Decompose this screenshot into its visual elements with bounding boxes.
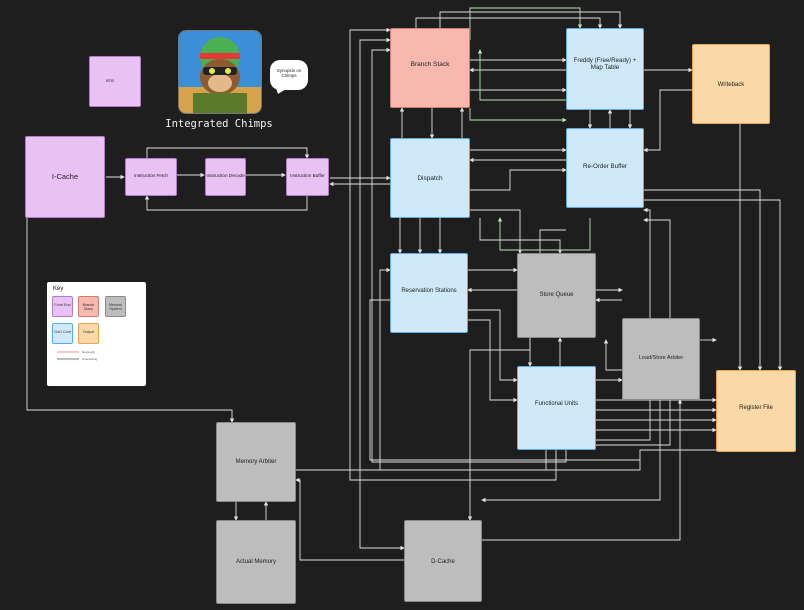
memory-arbiter-block[interactable]: Memory Arbiter (216, 422, 296, 502)
key-ooo-core: OoO Core (52, 323, 73, 344)
dispatch-label: Dispatch (417, 175, 443, 182)
btb-block[interactable]: BTB (89, 56, 141, 107)
icache-label: I-Cache (51, 172, 79, 181)
instruction-fetch-label: Instruction Fetch (134, 173, 168, 178)
legend-key: Key Front End Branch Stack Memory System… (47, 282, 146, 386)
register-file-block[interactable]: Register File (716, 370, 796, 452)
actual-memory-block[interactable]: Actual Memory (216, 520, 296, 604)
key-output: Output (78, 323, 99, 344)
store-queue-label: Store Queue (539, 292, 574, 298)
speech-bubble: Synopsis on Chimps (270, 60, 308, 90)
icache-block[interactable]: I-Cache (25, 136, 105, 218)
key-front-end: Front End (52, 296, 73, 317)
key-legend-necessity: Necessity (82, 350, 96, 354)
map-table-block[interactable]: Freddy (Free/Ready) + Map Table (566, 28, 644, 110)
reservation-stations-label: Reservation Stations (401, 288, 457, 294)
map-table-label: Freddy (Free/Ready) + Map Table (573, 57, 637, 72)
dcache-block[interactable]: D-Cache (404, 520, 482, 602)
instruction-fetch-block[interactable]: Instruction Fetch (125, 158, 177, 196)
key-legend-lines (57, 351, 79, 360)
page-title: Integrated Chimps (165, 118, 273, 130)
branch-stack-label: Branch Stack (410, 61, 450, 68)
key-branch-stack: Branch Stack (78, 296, 99, 317)
instruction-decode-label: Instruction Decode (206, 173, 245, 178)
rob-block[interactable]: Re-Order Buffer (566, 128, 644, 208)
writeback-block[interactable]: Writeback (692, 44, 770, 124)
chimp-avatar-image (178, 30, 262, 114)
memory-arbiter-label: Memory Arbiter (235, 459, 277, 465)
key-memory-system: Memory System (105, 296, 126, 317)
reservation-stations-block[interactable]: Reservation Stations (390, 253, 468, 333)
key-legend-overwriting: Overwriting (82, 357, 98, 361)
store-queue-block[interactable]: Store Queue (517, 253, 596, 338)
dispatch-block[interactable]: Dispatch (390, 138, 470, 218)
key-title: Key (53, 286, 64, 292)
branch-stack-block[interactable]: Branch Stack (390, 28, 470, 108)
btb-label: BTB (106, 78, 114, 83)
load-store-arbiter-block[interactable]: Load/Store Arbiter (622, 318, 700, 400)
instruction-buffer-block[interactable]: Instruction Buffer (286, 158, 329, 196)
actual-memory-label: Actual Memory (235, 559, 276, 565)
dcache-label: D-Cache (431, 559, 455, 565)
rob-label: Re-Order Buffer (583, 163, 627, 170)
load-store-arbiter-label: Load/Store Arbiter (638, 355, 684, 361)
functional-units-block[interactable]: Functional Units (517, 366, 596, 450)
register-file-label: Register File (739, 405, 773, 411)
instruction-decode-block[interactable]: Instruction Decode (205, 158, 246, 196)
instruction-buffer-label: Instruction Buffer (290, 173, 325, 178)
writeback-label: Writeback (717, 82, 745, 88)
functional-units-label: Functional Units (534, 401, 579, 407)
